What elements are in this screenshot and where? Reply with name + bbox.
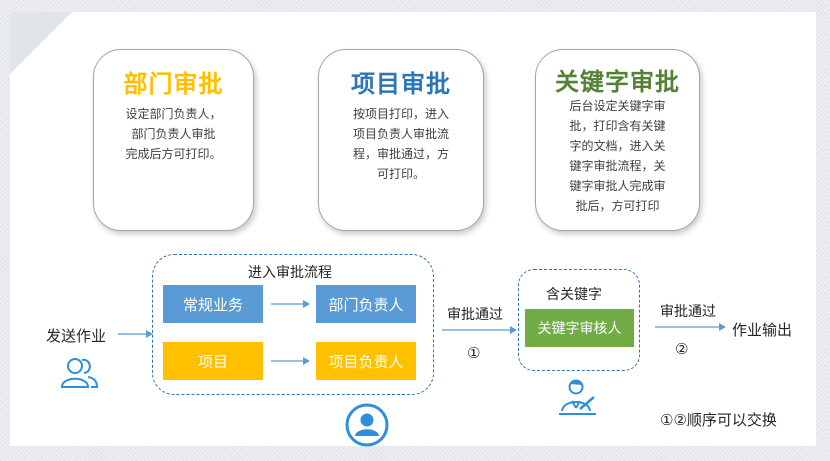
reviewer-icon: [559, 379, 596, 415]
card-body-line: 批，打印含有关键: [569, 119, 666, 133]
project-head-box: 项目负责人: [316, 342, 416, 380]
card-body-line: 可打印。: [376, 167, 425, 181]
arrow-send-to-group: [118, 330, 153, 338]
users-icon: [60, 358, 99, 388]
card-project-approval: 项目审批 按项目打印，进入 项目负责人审批流 程，审批通过，方 可打印。: [318, 49, 484, 231]
card-dept-approval-title: 部门审批: [123, 70, 224, 98]
card-body-line: 程，审批通过，方: [352, 147, 449, 161]
card-body-line: 字的文档，进入关: [569, 139, 666, 153]
corner-fold: [10, 12, 72, 74]
card-keyword-approval-title: 关键字审批: [555, 68, 680, 96]
approve-pass-label-2: 审批通过: [660, 304, 716, 320]
arrow-project-to-head: [271, 357, 310, 365]
card-body-line: 设定部门负责人，: [125, 107, 222, 121]
card-body-line: 后台设定关键字审: [569, 99, 666, 113]
card-body-line: 按项目打印，进入: [352, 107, 449, 121]
card-body-line: 键字审批人完成审: [569, 179, 666, 193]
send-job-label: 发送作业: [46, 327, 107, 345]
keyword-group: [518, 269, 640, 371]
card-project-approval-body: 按项目打印，进入 项目负责人审批流 程，审批通过，方 可打印。: [333, 104, 469, 184]
user-circle-icon: [345, 403, 389, 447]
card-body-line: 项目负责人审批流: [352, 127, 449, 141]
approval-flow-title: 进入审批流程: [248, 265, 332, 281]
arrow-regular-to-dept: [271, 300, 310, 308]
card-keyword-approval-body: 后台设定关键字审 批，打印含有关键 字的文档，进入关 键字审批流程，关 键字审批…: [550, 96, 685, 216]
card-dept-approval: 部门审批 设定部门负责人， 部门负责人审批 完成后方可打印。: [93, 49, 254, 231]
regular-business-box: 常规业务: [163, 285, 263, 323]
dept-head-box: 部门负责人: [316, 285, 416, 323]
card-body-line: 完成后方可打印。: [125, 147, 222, 161]
card-body-line: 键字审批流程，关: [569, 159, 666, 173]
arrow-keyword-to-output: [655, 323, 726, 331]
approval-flow-group: [152, 254, 434, 395]
job-output-label: 作业输出: [732, 321, 793, 339]
arrow-group-to-keyword: [442, 326, 517, 334]
step-number-2: ②: [675, 340, 689, 358]
card-body-line: 批后，方可打印: [575, 199, 660, 213]
keyword-reviewer-box: 关键字审核人: [525, 309, 634, 347]
card-dept-approval-body: 设定部门负责人， 部门负责人审批 完成后方可打印。: [108, 104, 239, 164]
card-project-approval-title: 项目审批: [351, 70, 451, 98]
card-keyword-approval: 关键字审批 后台设定关键字审 批，打印含有关键 字的文档，进入关 键字审批流程，…: [535, 49, 700, 231]
step-number-1: ①: [467, 344, 481, 362]
order-note: ①②顺序可以交换: [660, 411, 777, 429]
approve-pass-label-1: 审批通过: [447, 307, 503, 323]
card-body-line: 部门负责人审批: [131, 127, 216, 141]
project-box: 项目: [163, 342, 263, 380]
keyword-group-title: 含关键字: [546, 287, 602, 303]
